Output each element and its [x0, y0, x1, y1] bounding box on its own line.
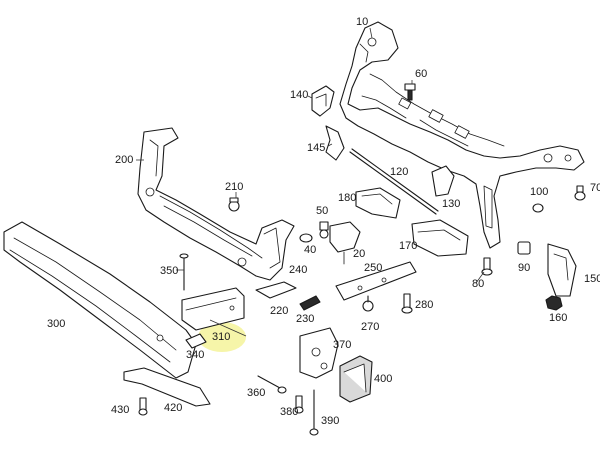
- callout-40[interactable]: 40: [304, 244, 317, 256]
- callout-60[interactable]: 60: [415, 68, 428, 80]
- callout-310[interactable]: 310: [212, 331, 231, 343]
- bolt-80-part[interactable]: [481, 257, 493, 276]
- clip-340-part[interactable]: [185, 333, 207, 349]
- bracket-310-part[interactable]: [181, 287, 245, 331]
- bolt-380-part[interactable]: [294, 395, 304, 414]
- callout-20[interactable]: 20: [353, 248, 366, 260]
- highlight-mark-310: [198, 322, 246, 352]
- front-carrier-part[interactable]: [339, 21, 585, 249]
- callout-210[interactable]: 210: [225, 181, 244, 193]
- cross-member-200-part[interactable]: [137, 127, 295, 281]
- callout-200[interactable]: 200: [115, 154, 134, 166]
- callout-360[interactable]: 360: [247, 387, 266, 399]
- nut-160-part[interactable]: [545, 295, 563, 311]
- bolt-230-part[interactable]: [299, 295, 321, 311]
- grommet-40-part[interactable]: [299, 233, 313, 243]
- bolt-430-part[interactable]: [138, 397, 148, 416]
- callout-10[interactable]: 10: [356, 16, 369, 28]
- callout-240[interactable]: 240: [289, 264, 308, 276]
- bushing-90-part[interactable]: [517, 241, 531, 255]
- bolt-210-part[interactable]: [228, 197, 240, 212]
- callout-220[interactable]: 220: [270, 305, 289, 317]
- callout-120[interactable]: 120: [390, 166, 409, 178]
- callout-145[interactable]: 145: [307, 142, 326, 154]
- bracket-140-part[interactable]: [311, 85, 335, 117]
- callout-350[interactable]: 350: [160, 265, 179, 277]
- callout-280[interactable]: 280: [415, 299, 434, 311]
- leader-lines: [136, 27, 485, 337]
- callout-140[interactable]: 140: [290, 89, 309, 101]
- callout-380[interactable]: 380: [280, 406, 299, 418]
- bolt-100-part[interactable]: [532, 203, 544, 213]
- clip-50-part[interactable]: [319, 221, 329, 239]
- beam-250-part[interactable]: [335, 261, 417, 301]
- bolt-350-part[interactable]: [179, 253, 189, 291]
- bracket-130-part[interactable]: [431, 165, 455, 197]
- callout-250[interactable]: 250: [364, 262, 383, 274]
- bracket-145-part[interactable]: [325, 125, 345, 161]
- callout-50[interactable]: 50: [316, 205, 329, 217]
- callout-100[interactable]: 100: [530, 186, 549, 198]
- bracket-180-part[interactable]: [355, 187, 401, 219]
- crash-box-400-part[interactable]: [339, 355, 373, 403]
- callout-80[interactable]: 80: [472, 278, 485, 290]
- bolt-270-part[interactable]: [362, 295, 374, 312]
- callout-420[interactable]: 420: [164, 402, 183, 414]
- bracket-240-part[interactable]: [255, 281, 297, 299]
- callout-390[interactable]: 390: [321, 415, 340, 427]
- callout-270[interactable]: 270: [361, 321, 380, 333]
- callout-150[interactable]: 150: [584, 273, 600, 285]
- callout-400[interactable]: 400: [374, 373, 393, 385]
- callout-300[interactable]: 300: [47, 318, 66, 330]
- bumper-bar-300-part[interactable]: [3, 221, 197, 379]
- panel-170-part[interactable]: [411, 219, 469, 257]
- bolt-390-part[interactable]: [309, 389, 319, 436]
- bracket-150-part[interactable]: [547, 243, 577, 297]
- bracket-370-part[interactable]: [299, 327, 339, 379]
- callout-160[interactable]: 160: [549, 312, 568, 324]
- bracket-20-part[interactable]: [329, 221, 361, 265]
- bolt-280-part[interactable]: [401, 293, 413, 314]
- callout-170[interactable]: 170: [399, 240, 418, 252]
- callout-180[interactable]: 180: [338, 192, 357, 204]
- bolt-60-part[interactable]: [404, 83, 416, 101]
- callout-90[interactable]: 90: [518, 262, 531, 274]
- bolt-360-part[interactable]: [257, 375, 287, 394]
- callout-230[interactable]: 230: [296, 313, 315, 325]
- rod-120-part[interactable]: [349, 148, 439, 215]
- bracket-420-part[interactable]: [123, 367, 211, 407]
- callout-70[interactable]: 70: [590, 182, 600, 194]
- callout-370[interactable]: 370: [333, 339, 352, 351]
- callout-130[interactable]: 130: [442, 198, 461, 210]
- callout-430[interactable]: 430: [111, 404, 130, 416]
- bolt-70-part[interactable]: [574, 185, 586, 201]
- callout-340[interactable]: 340: [186, 349, 205, 361]
